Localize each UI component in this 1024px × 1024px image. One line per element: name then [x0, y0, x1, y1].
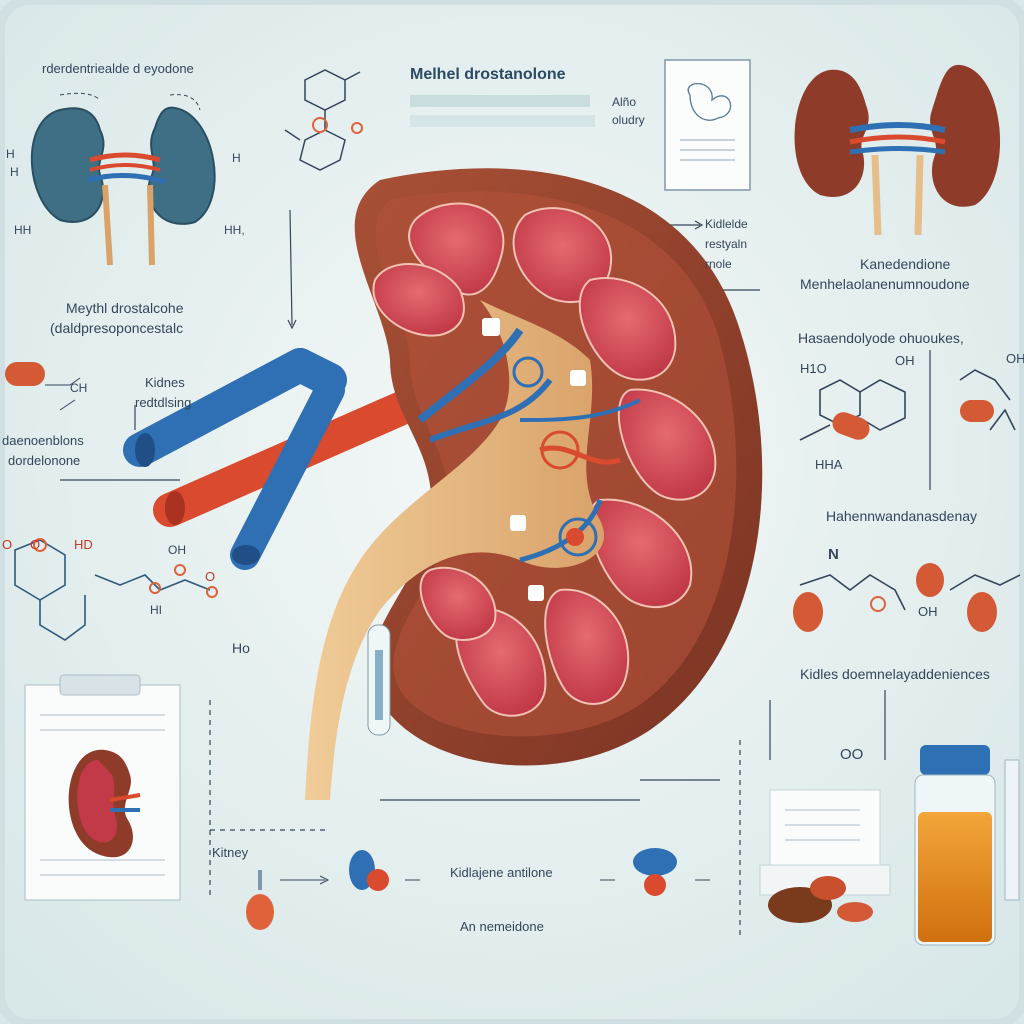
vial-icon — [914, 745, 1020, 946]
label-oh-a: OH — [895, 353, 915, 368]
main-title: Melhel drostanolone — [410, 66, 566, 83]
kidney-side-2: redtdlsing — [135, 395, 192, 410]
left-group-2: dordelonone — [8, 453, 81, 468]
left-mid-1: Meythl drostalcohe — [66, 300, 184, 316]
flow-icons — [246, 848, 710, 930]
molecule-top-icon — [284, 69, 363, 171]
label-o-c: O — [205, 569, 216, 584]
label-n: N — [828, 546, 839, 563]
label-hh1: HH — [14, 223, 32, 237]
label-ho: Ho — [232, 640, 250, 656]
right-low: Kidles doemnelayaddeniences — [800, 666, 990, 682]
label-ch: CH — [70, 381, 88, 395]
document-icon — [664, 59, 751, 191]
left-mid-2: (daldpresoponcestalc — [50, 320, 184, 336]
right-caption-1: Kanedendione — [860, 256, 951, 272]
label-aleo: Alño — [612, 95, 637, 109]
kidney-word: Kitney — [212, 845, 249, 860]
flow-mid: Kidlajene antilone — [450, 865, 553, 880]
kidney-pair-right-icon — [794, 64, 1001, 236]
right-capsules — [793, 400, 997, 632]
blood-vessels — [123, 348, 437, 570]
label-o-b: O — [2, 537, 13, 552]
bottom-caption: An nemeidone — [460, 919, 544, 934]
kidney-cross-section-icon — [305, 168, 763, 800]
renal-pyramids — [372, 202, 717, 717]
top-left-caption: rderdentriealde d eyodone — [42, 61, 194, 76]
label-h1o: H1O — [800, 361, 827, 376]
pill-left-icon — [5, 362, 81, 411]
right-mid-head: Hasaendolyode ohuoukes, — [798, 330, 964, 346]
label-hh2: HH, — [224, 223, 245, 237]
label-o-a: O — [30, 537, 41, 552]
connector-lines — [60, 209, 931, 940]
molecule-right-icon — [799, 369, 1021, 611]
label-oh-b: OH — [1006, 351, 1024, 366]
label-hi: HI — [150, 603, 162, 617]
label-oo: OO — [840, 746, 864, 763]
right-caption-2: Menhelaolanenumnoudone — [800, 276, 970, 292]
kidney-pair-left-icon — [30, 92, 216, 266]
label-h2: H — [10, 165, 19, 179]
label-aleo-sub: oludry — [612, 113, 645, 127]
label-kidlelde: Kidlelde — [705, 217, 748, 231]
label-hha: HHA — [815, 457, 843, 472]
label-hd: HD — [74, 537, 93, 552]
label-restyaln: restyaln — [705, 237, 748, 251]
left-group-1: daenoenblons — [2, 433, 84, 448]
label-rnole: rnole — [705, 257, 732, 271]
molecule-left-icon — [14, 538, 218, 641]
label-oh-c: OH — [918, 604, 938, 619]
label-oh-mid: OH — [168, 543, 186, 557]
pills-icon — [759, 789, 891, 923]
label-h1: H — [6, 147, 15, 161]
test-tube-icon — [367, 624, 391, 736]
label-h3: H — [232, 151, 241, 165]
kidney-side-1: Kidnes — [145, 375, 185, 390]
right-mid-2: Hahennwandanasdenay — [826, 508, 978, 524]
report-document-icon — [24, 674, 181, 901]
